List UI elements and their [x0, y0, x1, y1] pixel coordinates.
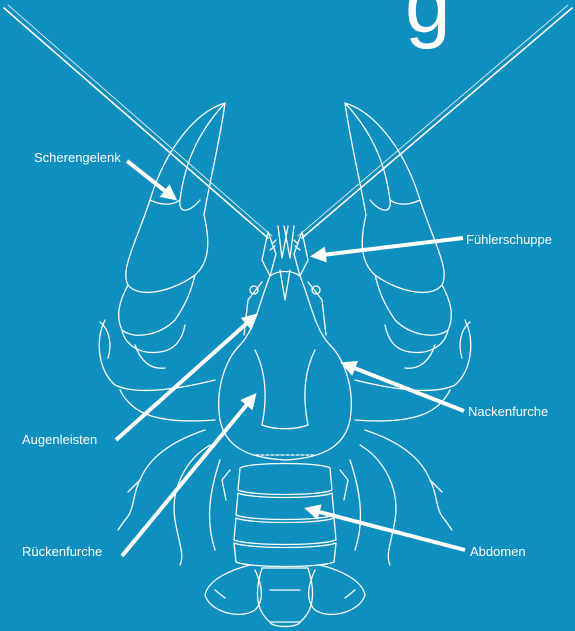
carapace	[219, 270, 352, 460]
label-rueckenfurche: Rückenfurche	[22, 544, 102, 560]
label-fuehlerschuppe: Fühlerschuppe	[466, 232, 552, 248]
label-nackenfurche: Nackenfurche	[468, 404, 548, 420]
left-claw	[119, 103, 225, 368]
left-legs	[99, 320, 220, 565]
label-abdomen: Abdomen	[470, 544, 526, 560]
arrow-fuehlerschuppe	[314, 238, 463, 256]
antennae	[4, 5, 572, 238]
arrow-nackenfurche	[344, 364, 464, 411]
label-augenleisten: Augenleisten	[22, 432, 97, 448]
arrow-scherengelenk	[127, 161, 174, 198]
right-claw	[345, 103, 451, 368]
antenna-bases	[262, 226, 308, 276]
right-legs	[350, 320, 471, 565]
label-scherengelenk: Scherengelenk	[34, 150, 121, 166]
tail-fan	[205, 565, 365, 627]
